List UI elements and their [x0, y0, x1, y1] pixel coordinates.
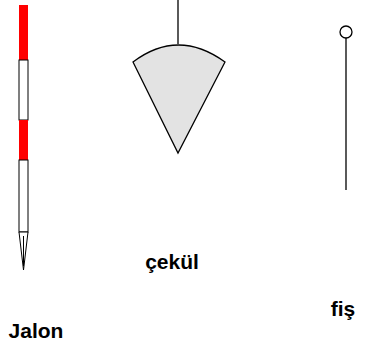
- tool-name: fiş: [331, 298, 356, 319]
- tool-name: Jalon: [9, 320, 64, 341]
- chaining-pin: [340, 26, 352, 190]
- plumb-bob: [133, 0, 225, 153]
- tool-name: çekül: [145, 251, 199, 272]
- jalon-pole: [19, 5, 28, 270]
